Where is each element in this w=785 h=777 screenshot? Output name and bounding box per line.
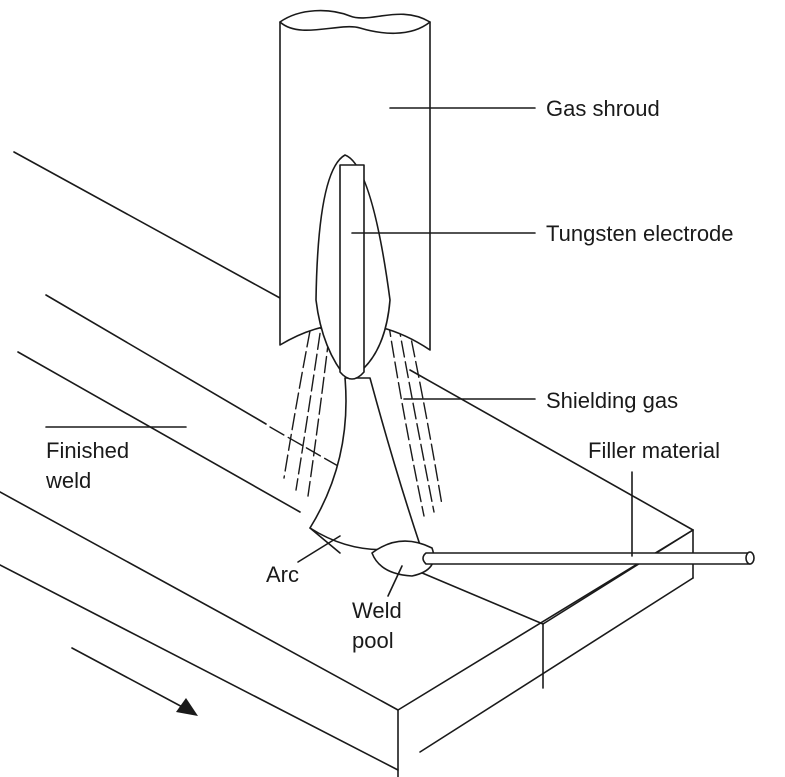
arc-cone bbox=[309, 377, 421, 551]
plate-back-edge-left bbox=[13, 151, 281, 299]
finished-weld-bead bbox=[17, 294, 346, 513]
filler-rod-body bbox=[422, 552, 751, 565]
plate-back-edge-right bbox=[409, 369, 694, 531]
weld-joint-line bbox=[407, 566, 544, 625]
gas-shroud-top-break bbox=[279, 9, 431, 35]
label-arc: Arc bbox=[266, 562, 299, 587]
label-finished-weld-line2: weld bbox=[45, 468, 91, 493]
leader-arc bbox=[297, 535, 341, 563]
label-shielding-gas: Shielding gas bbox=[546, 388, 678, 413]
labels: Gas shroud Tungsten electrode Shielding … bbox=[45, 96, 734, 653]
weld-bead-line-upper bbox=[45, 294, 267, 425]
joint-top-right bbox=[542, 529, 694, 625]
workpiece-plate bbox=[0, 151, 694, 777]
label-finished-weld-line1: Finished bbox=[46, 438, 129, 463]
label-tungsten-electrode: Tungsten electrode bbox=[546, 221, 734, 246]
label-gas-shroud: Gas shroud bbox=[546, 96, 660, 121]
leader-weld-pool bbox=[387, 565, 403, 597]
travel-direction-arrow bbox=[71, 647, 198, 716]
filler-rod bbox=[422, 551, 755, 565]
tungsten-electrode bbox=[339, 164, 365, 380]
weld-bead-line-lower bbox=[17, 351, 301, 513]
label-filler-material: Filler material bbox=[588, 438, 720, 463]
plate-front-bottom-edge bbox=[0, 564, 399, 771]
plate-front-top-edge bbox=[0, 491, 399, 711]
weld-bead-dashed-upper bbox=[269, 426, 346, 471]
filler-rod-end bbox=[745, 551, 755, 565]
arrow-head bbox=[176, 698, 198, 716]
plate-right-bottom-edge bbox=[419, 577, 694, 753]
label-weld-pool-line1: Weld bbox=[352, 598, 402, 623]
leader-lines bbox=[45, 107, 633, 597]
arrow-shaft bbox=[71, 647, 189, 711]
label-weld-pool-line2: pool bbox=[352, 628, 394, 653]
arc-edge bbox=[309, 527, 341, 554]
